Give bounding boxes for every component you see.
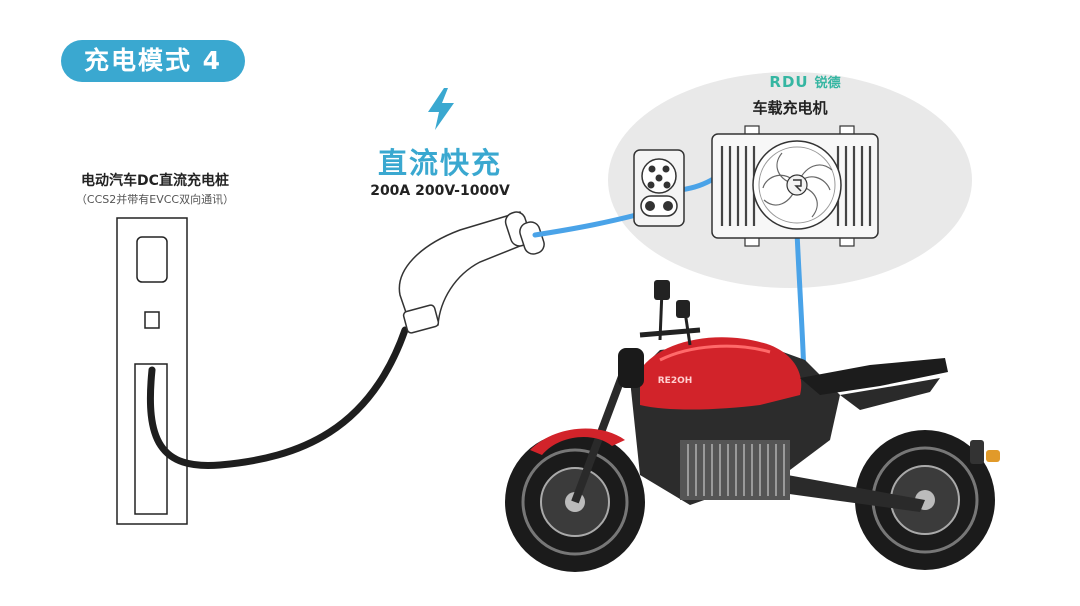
charging-pile-subtitle: （CCS2并带有EVCC双向通讯） (75, 193, 235, 206)
rdu-logo: RDU (769, 73, 809, 91)
electric-motorcycle (505, 280, 1000, 572)
rdu-brand-name: 锐德 (814, 76, 841, 91)
ccs2-socket-icon (633, 149, 685, 227)
motorcycle-logo: RE2OH (657, 376, 693, 386)
charging-cable (146, 326, 409, 470)
fuel-tank-cover (640, 337, 802, 410)
charging-pile-title: 电动汽车DC直流充电桩 (81, 173, 229, 189)
dc-fast-charge-title: 直流快充 (377, 146, 502, 180)
dc-fast-charge-spec: 200A 200V-1000V (370, 183, 510, 199)
onboard-charger-title: 车载充电机 (752, 99, 828, 117)
seat (800, 358, 948, 395)
cooling-fan-icon (752, 140, 842, 230)
pile-button (144, 311, 160, 329)
charging-mode-badge: 充电模式 4 (61, 40, 245, 82)
charging-gun (398, 211, 545, 334)
rdu-brand: RDU 锐德 (730, 72, 880, 94)
pile-display (136, 236, 168, 283)
lightning-bolt-icon (428, 88, 454, 130)
